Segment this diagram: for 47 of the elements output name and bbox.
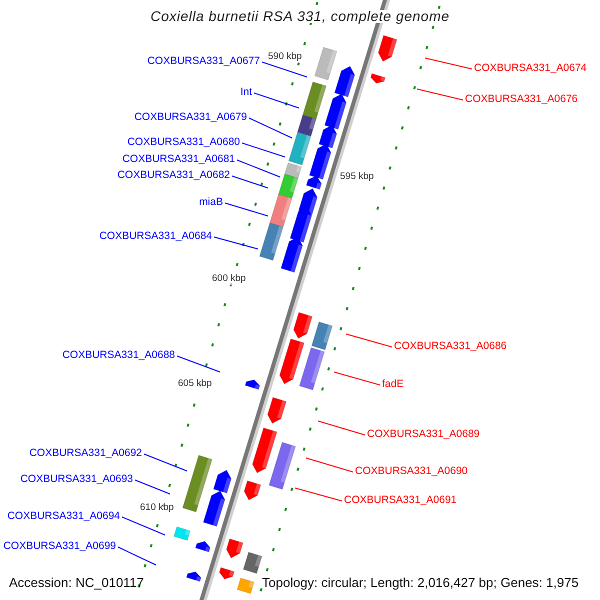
gene-label: COXBURSA331_A0682 bbox=[117, 169, 230, 182]
leader-line bbox=[346, 334, 392, 348]
gene-label: COXBURSA331_A0674 bbox=[474, 62, 587, 75]
leader-line bbox=[176, 356, 220, 372]
gene-label: miaB bbox=[199, 196, 223, 209]
gene-label: COXBURSA331_A0692 bbox=[29, 447, 142, 460]
leader-line bbox=[236, 160, 280, 178]
leader-line bbox=[144, 454, 188, 472]
topology-label: Topology: circular; Length: 2,016,427 bp; Genes: 1,975 bbox=[262, 575, 579, 591]
leader-line bbox=[262, 62, 308, 78]
leader-line bbox=[416, 88, 464, 100]
gene-label: fadE bbox=[382, 378, 404, 391]
leader-line bbox=[294, 488, 342, 502]
gene-label: COXBURSA331_A0680 bbox=[127, 136, 240, 149]
leader-line bbox=[254, 92, 300, 108]
gene-label: COXBURSA331_A0686 bbox=[394, 340, 507, 353]
leader-line bbox=[224, 202, 268, 216]
scale-label: 600 kbp bbox=[212, 274, 246, 284]
leader-line bbox=[122, 516, 166, 536]
leader-line bbox=[214, 236, 258, 250]
gene-label: COXBURSA331_A0690 bbox=[355, 465, 468, 478]
leader-line bbox=[242, 142, 286, 158]
accession-label: Accession: NC_010117 bbox=[9, 575, 144, 591]
gene-label: COXBURSA331_A0688 bbox=[62, 349, 175, 362]
leader-line bbox=[248, 118, 292, 138]
leader-line bbox=[306, 458, 354, 472]
gene-label: COXBURSA331_A0694 bbox=[7, 510, 120, 523]
scale-label: 610 kbp bbox=[140, 503, 174, 514]
scale-label: 595 kbp bbox=[340, 172, 374, 182]
gene-label: COXBURSA331_A0689 bbox=[367, 428, 480, 441]
leader-line bbox=[232, 176, 268, 188]
gene-label: COXBURSA331_A0691 bbox=[344, 494, 457, 507]
gene-label: COXBURSA331_A0684 bbox=[99, 230, 212, 243]
gene-label: COXBURSA331_A0693 bbox=[20, 473, 133, 486]
gene-label: Int bbox=[240, 86, 252, 99]
scale-label: 590 kbp bbox=[268, 52, 302, 62]
gene-label: COXBURSA331_A0679 bbox=[134, 111, 247, 124]
gene-label: COXBURSA331_A0681 bbox=[122, 153, 235, 166]
leader-line bbox=[424, 58, 472, 70]
gene-label: COXBURSA331_A0677 bbox=[147, 55, 260, 68]
leader-line bbox=[334, 372, 380, 386]
leader-line bbox=[318, 420, 366, 436]
gene-label: COXBURSA331_A0676 bbox=[465, 93, 578, 106]
gene-label: COXBURSA331_A0699 bbox=[3, 540, 116, 553]
leader-line bbox=[118, 546, 156, 566]
leader-line bbox=[134, 480, 170, 494]
scale-label: 605 kbp bbox=[178, 379, 212, 390]
